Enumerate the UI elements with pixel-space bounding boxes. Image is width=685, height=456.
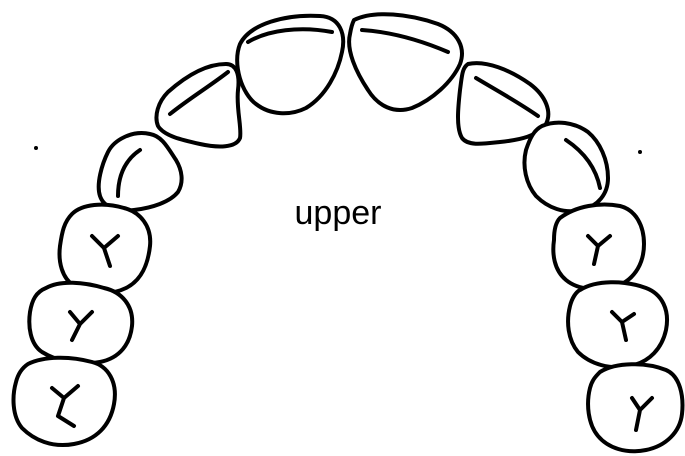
tooth-left-lateral-incisor xyxy=(156,64,240,146)
tooth-right-first-premolar xyxy=(553,205,644,290)
tooth-left-canine xyxy=(99,133,182,210)
tooth-right-canine xyxy=(524,123,608,212)
arch-label: upper xyxy=(295,194,382,232)
tooth-left-first-premolar xyxy=(60,205,151,293)
scan-speck xyxy=(34,146,38,150)
scan-speck xyxy=(638,150,642,154)
tooth-left-first-molar xyxy=(14,358,115,445)
tooth-left-second-premolar xyxy=(29,283,132,364)
tooth-right-central-incisor xyxy=(349,14,462,110)
tooth-right-first-molar xyxy=(588,364,682,451)
tooth-right-second-premolar xyxy=(568,282,667,367)
tooth-left-central-incisor xyxy=(237,16,343,113)
